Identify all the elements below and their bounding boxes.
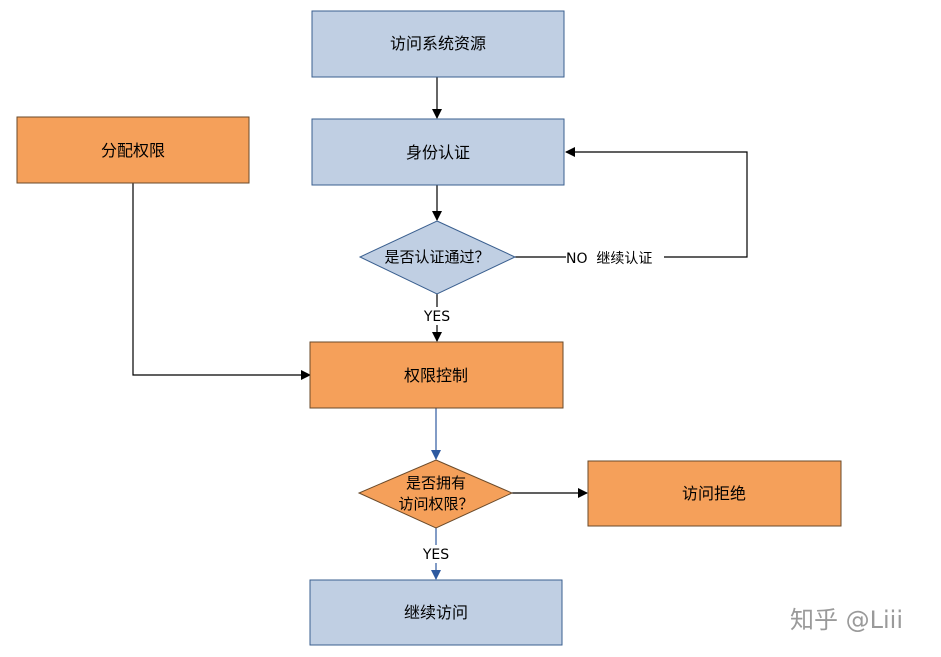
- decision-auth-passed-label: 是否认证通过？: [384, 248, 489, 266]
- node-access-resource: [311, 10, 565, 78]
- node-continue-access: [309, 579, 563, 646]
- node-continue-access-label: 继续访问: [404, 603, 468, 622]
- node-access-denied: [587, 460, 842, 527]
- edge-label-yes-auth-bg: [420, 307, 454, 325]
- watermark: 知乎 @Liii: [790, 606, 903, 634]
- decision-has-permission-label-line2: 访问权限？: [398, 495, 473, 513]
- edge-label-no-bg: [566, 249, 664, 267]
- edge-label-no-continue-auth: NO 继续认证: [566, 250, 652, 267]
- node-permission-control: [309, 341, 564, 409]
- node-permission-control-label: 权限控制: [404, 366, 468, 385]
- decision-has-permission: [357, 459, 514, 529]
- node-assign-permission-label: 分配权限: [101, 141, 165, 160]
- decision-auth-passed: [358, 220, 517, 295]
- edge-label-yes-permission-bg: [419, 545, 453, 563]
- node-identity-auth-label: 身份认证: [406, 143, 470, 162]
- edge-assign-to-control: [132, 183, 311, 380]
- node-access-resource-label: 访问系统资源: [390, 34, 486, 53]
- decision-has-permission-label-line1: 是否拥有: [406, 474, 466, 492]
- node-identity-auth: [311, 118, 565, 186]
- edge-label-yes-auth: YES: [423, 309, 450, 325]
- node-access-denied-label: 访问拒绝: [682, 484, 746, 503]
- edge-label-yes-permission: YES: [422, 547, 449, 563]
- node-assign-permission: [16, 116, 250, 184]
